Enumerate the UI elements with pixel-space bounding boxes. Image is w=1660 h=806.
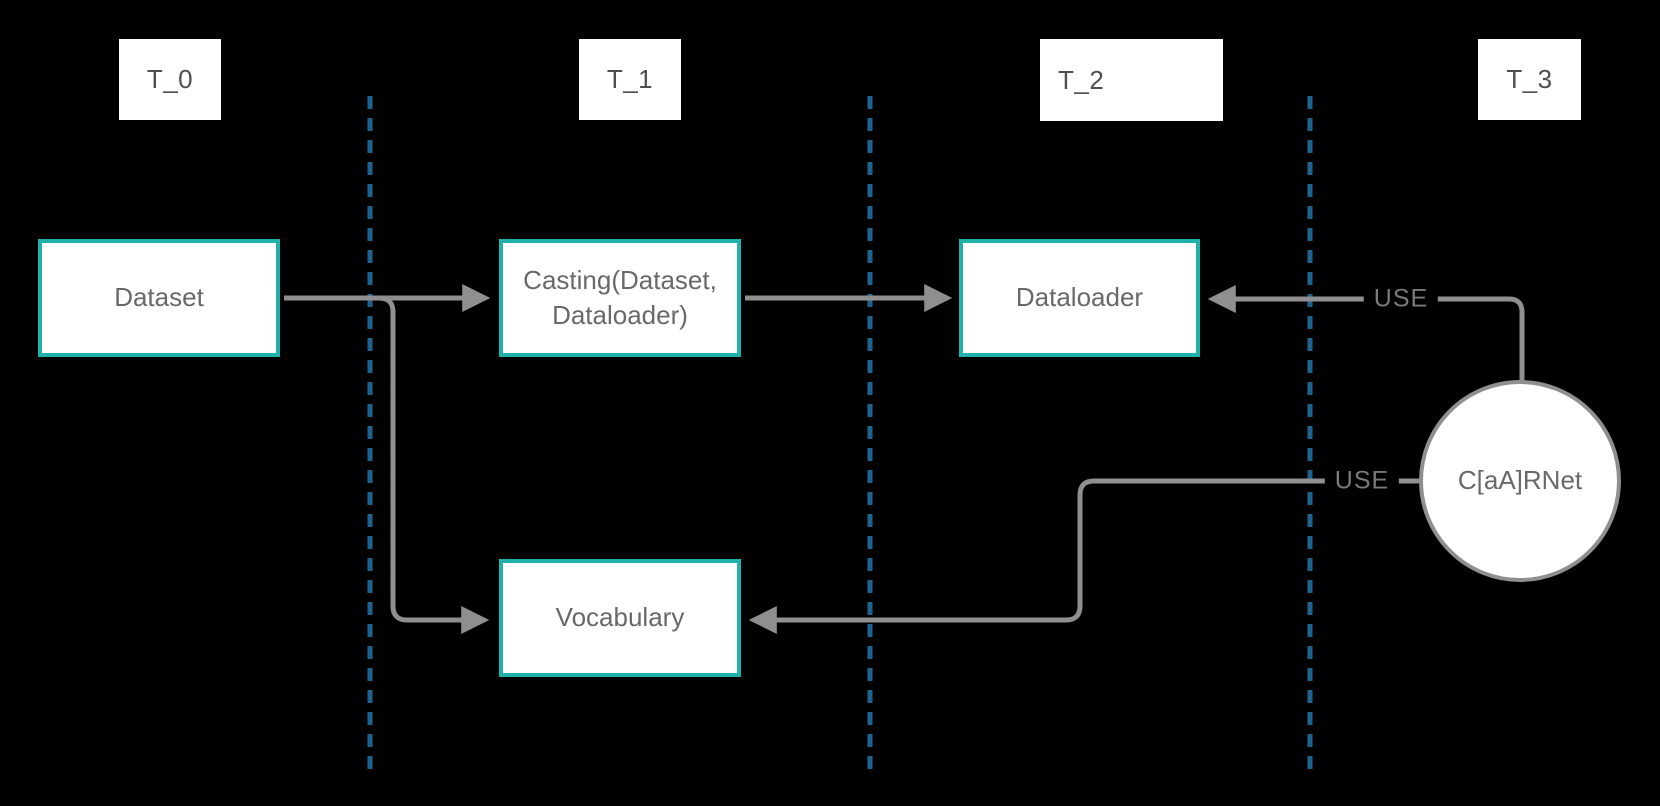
node-casting: Casting(Dataset, Dataloader) <box>499 239 741 357</box>
edge-carnet-to-dataloader <box>1207 285 1525 382</box>
lane-header-t1: T_1 <box>579 39 681 120</box>
lane-header-t2: T_2 <box>1040 39 1223 121</box>
lane-header-t0-label: T_0 <box>146 64 194 94</box>
node-dataset-label: Dataset <box>114 282 204 313</box>
lane-header-t3: T_3 <box>1478 39 1581 120</box>
lane-header-t2-label: T_2 <box>1058 64 1105 95</box>
node-casting-label: Casting(Dataset, Dataloader) <box>523 264 717 330</box>
edges <box>284 284 1525 634</box>
node-vocabulary-label: Vocabulary <box>555 602 685 633</box>
lane-header-t3-label: T_3 <box>1506 64 1553 94</box>
node-dataloader: Dataloader <box>959 239 1200 357</box>
edge-label-use-vocabulary: USE <box>1324 466 1400 496</box>
lane-header-t0: T_0 <box>119 39 221 120</box>
node-vocabulary: Vocabulary <box>499 559 741 677</box>
edge-dataset-to-vocabulary <box>284 295 490 634</box>
node-carnet-label: C[aA]RNet <box>1457 465 1583 496</box>
node-carnet: C[aA]RNet <box>1419 380 1621 582</box>
edge-carnet-to-vocabulary <box>748 478 1421 634</box>
node-dataloader-label: Dataloader <box>1015 282 1144 313</box>
lane-dividers <box>367 96 1313 772</box>
node-dataset: Dataset <box>38 239 280 357</box>
lane-header-t1-label: T_1 <box>606 64 654 94</box>
edge-label-use-dataloader: USE <box>1363 284 1439 314</box>
